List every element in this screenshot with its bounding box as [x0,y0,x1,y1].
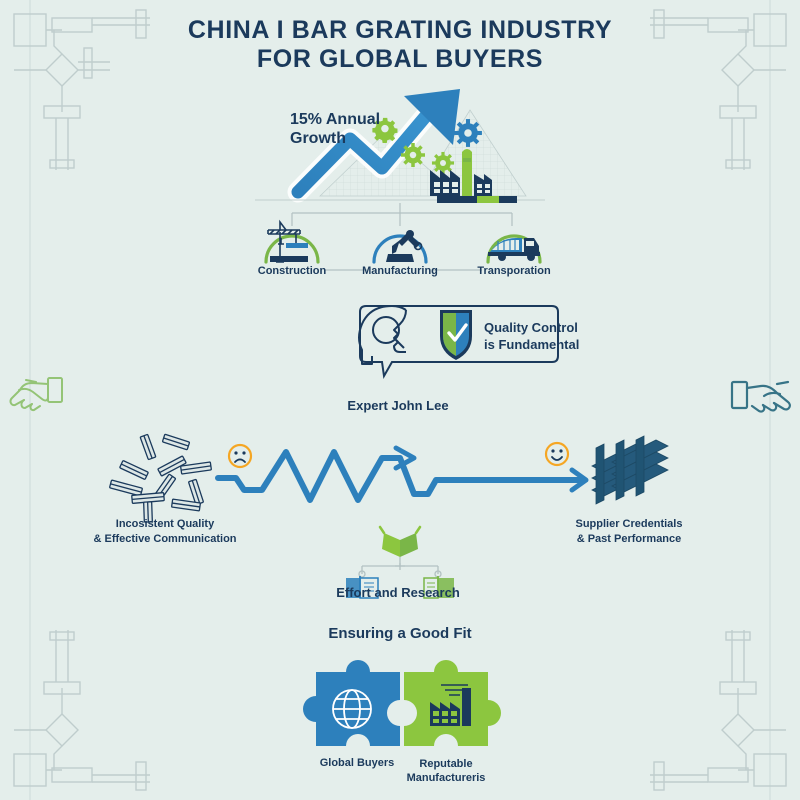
sector-item-manufacturing [372,230,428,264]
green-book [423,576,454,599]
chart-legend-bar [437,196,517,203]
research-label: Effort and Research [336,585,460,600]
scattered-bars-icon [109,433,212,523]
journey-left-line1: Incosistent Quality [115,518,215,530]
shield-check-icon [440,310,472,360]
sector-label-transporation: Transporation [477,265,551,277]
growth-stat-line1: 15% Annual [290,111,381,128]
journey-left-line2: & Effective Communication [93,533,237,545]
happy-face-icon [544,441,570,467]
upward-trend-arrow-icon [287,89,460,203]
page-title: CHINA I BAR GRATING INDUSTRY FOR GLOBAL … [50,16,750,74]
crane-icon [267,219,301,263]
open-books-icon [346,525,454,599]
puzzle-label-line1: Reputable [419,758,473,770]
head-with-magnifier-icon [358,305,407,365]
speech-bubble [359,305,559,380]
pipe-valve-line-art [13,9,150,170]
page-title-line1: CHINA I BAR GRATING INDUSTRY [187,16,613,44]
fit-heading: Ensuring a Good Fit [328,625,472,642]
quality-bubble-line1: Quality Control [484,320,578,335]
robot-arm-icon [386,230,423,262]
truck-icon [488,238,540,261]
sad-face-icon [227,443,253,469]
growth-stat-line2: Growth [290,130,346,147]
expert-caption: Expert John Lee [347,398,449,413]
sector-item-construction [264,219,320,264]
sector-item-transporation [486,234,542,264]
gear-icon [401,143,425,167]
quality-bubble-text: Quality Control is Fundamental [484,319,579,353]
blue-book [346,576,379,599]
quality-bubble-line2: is Fundamental [484,337,580,352]
puzzle-label-reputable-manufacturers: Reputable Manufactureris [366,757,526,785]
stacked-grating-icon [591,435,669,505]
journey-right-line2: & Past Performance [576,533,682,545]
zigzag-arrow-icon [215,445,589,503]
handshake-icon [730,380,791,413]
factory-icon [430,684,471,726]
puzzle-piece-global-buyers [303,660,400,746]
gear-icon [454,119,482,147]
journey-right-line1: Supplier Credentials [575,518,683,530]
sector-label-manufacturing: Manufacturing [362,265,438,277]
puzzle-piece-reputable-manufacturers [404,660,501,746]
growth-stat-label: 15% Annual Growth [290,110,380,148]
sector-bracket-connector [291,203,513,226]
handshake-icon [9,377,63,412]
globe-icon [332,689,372,729]
puzzle-label-line2: Manufactureris [406,772,486,784]
puzzle-label-global-buyers: Global Buyers [319,757,395,769]
journey-right-label: Supplier Credentials & Past Performance [514,517,744,547]
factory-icon [430,149,492,196]
page-title-line2: FOR GLOBAL BUYERS [256,45,544,73]
journey-left-label: Incosistent Quality & Effective Communic… [50,517,280,547]
sector-label-construction: Construction [257,265,327,277]
gear-icon [372,117,398,144]
